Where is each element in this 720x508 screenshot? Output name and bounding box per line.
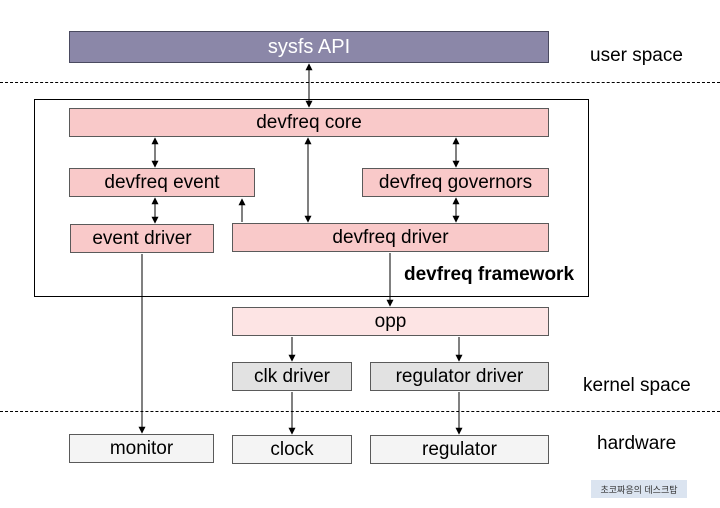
regulator-driver-box: regulator driver [370, 362, 549, 391]
user-kernel-separator [0, 82, 720, 83]
kernel-space-label: kernel space [583, 375, 691, 396]
opp-box: opp [232, 307, 549, 336]
devfreq-driver-box: devfreq driver [232, 223, 549, 252]
hardware-label: hardware [597, 433, 677, 454]
regulator-box: regulator [370, 435, 549, 464]
clk-driver-box: clk driver [232, 362, 352, 391]
kernel-hardware-separator [0, 411, 720, 412]
monitor-box: monitor [69, 434, 214, 463]
devfreq-governors-box: devfreq governors [362, 168, 549, 197]
user-space-label: user space [590, 45, 683, 66]
sysfs-api-box: sysfs API [69, 31, 549, 63]
event-driver-box: event driver [70, 224, 214, 253]
clock-box: clock [232, 435, 352, 464]
devfreq-event-box: devfreq event [69, 168, 255, 197]
devfreq-core-box: devfreq core [69, 108, 549, 137]
watermark-badge: 초코짜응의 데스크탑 [591, 480, 687, 498]
devfreq-framework-label: devfreq framework [404, 264, 575, 285]
